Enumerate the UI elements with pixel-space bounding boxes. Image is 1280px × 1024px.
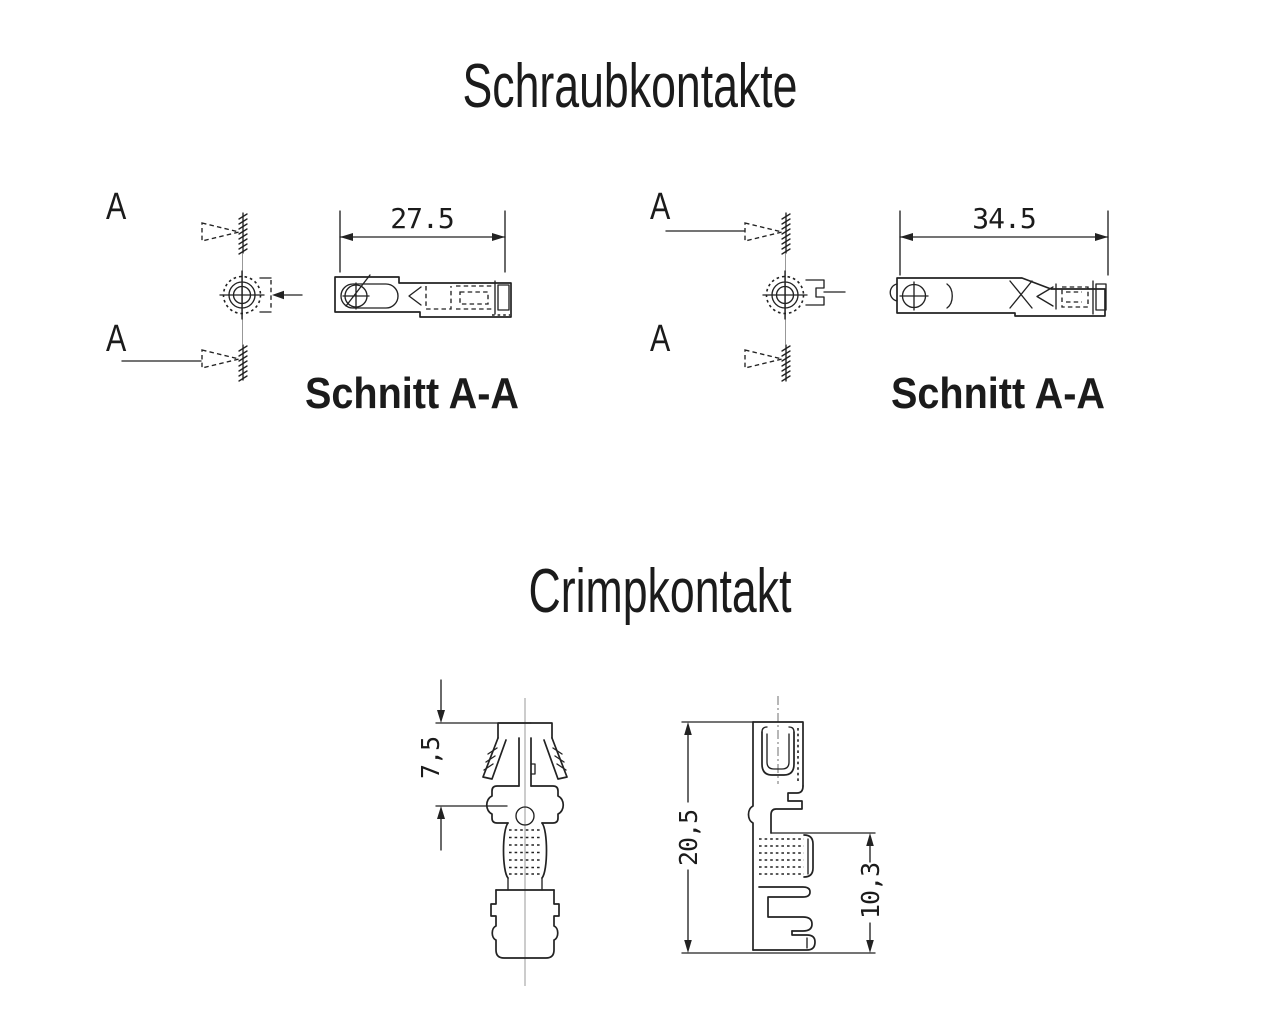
screw-contact-left-drawing: A A [106, 186, 519, 418]
contact-body-side [747, 696, 876, 951]
section-label-a-bottom: A [650, 318, 670, 360]
section-view-a-a [889, 277, 1107, 317]
section-caption: Schnitt A-A [305, 368, 519, 417]
cut-plane-hatch-bottom [781, 344, 791, 382]
screw-contact-right-drawing: A A [650, 186, 1109, 417]
cut-arrow-bottom [201, 349, 240, 369]
crimp-contact-side-view: 20,5 [674, 696, 885, 954]
cut-arrow-bottom [744, 349, 783, 369]
cut-arrow-top [744, 222, 783, 242]
dimension-27-5: 27.5 [339, 202, 506, 273]
crimp-contact-title: Crimpkontakt [528, 557, 792, 626]
dimension-20-5: 20,5 [674, 721, 754, 953]
dimension-value: 10,3 [856, 863, 885, 919]
side-clip [805, 279, 825, 306]
lance-wing-right [543, 737, 568, 780]
dimension-value: 27.5 [390, 202, 453, 235]
front-view-screw-head [762, 270, 846, 320]
dimension-value: 34.5 [972, 202, 1035, 235]
lance-wing-left [482, 737, 507, 780]
screw-contacts-title: Schraubkontakte [462, 52, 798, 121]
inspection-hole [515, 806, 535, 826]
front-view-screw-head [219, 270, 303, 320]
section-caption: Schnitt A-A [891, 368, 1105, 417]
crimp-contact-front-view: 7,5 [416, 679, 568, 986]
cut-plane-hatch-top [238, 212, 248, 255]
dimension-value: 20,5 [674, 810, 703, 866]
dimension-10-3: 10,3 [681, 833, 885, 954]
section-cut-indicators-right: A A [650, 186, 791, 382]
contact-body [482, 722, 568, 959]
dimension-7-5: 7,5 [416, 679, 532, 851]
section-label-a-top: A [650, 186, 670, 228]
section-label-a-bottom: A [106, 318, 126, 360]
cut-plane-hatch-bottom [238, 344, 248, 382]
section-view-a-a [334, 274, 512, 318]
section-label-a-top: A [106, 186, 126, 228]
cut-plane-hatch-top [781, 212, 791, 255]
dimension-value: 7,5 [416, 737, 445, 779]
section-cut-indicators-left: A A [106, 186, 248, 382]
dimension-34-5: 34.5 [899, 202, 1109, 276]
cut-arrow-top [201, 222, 240, 242]
